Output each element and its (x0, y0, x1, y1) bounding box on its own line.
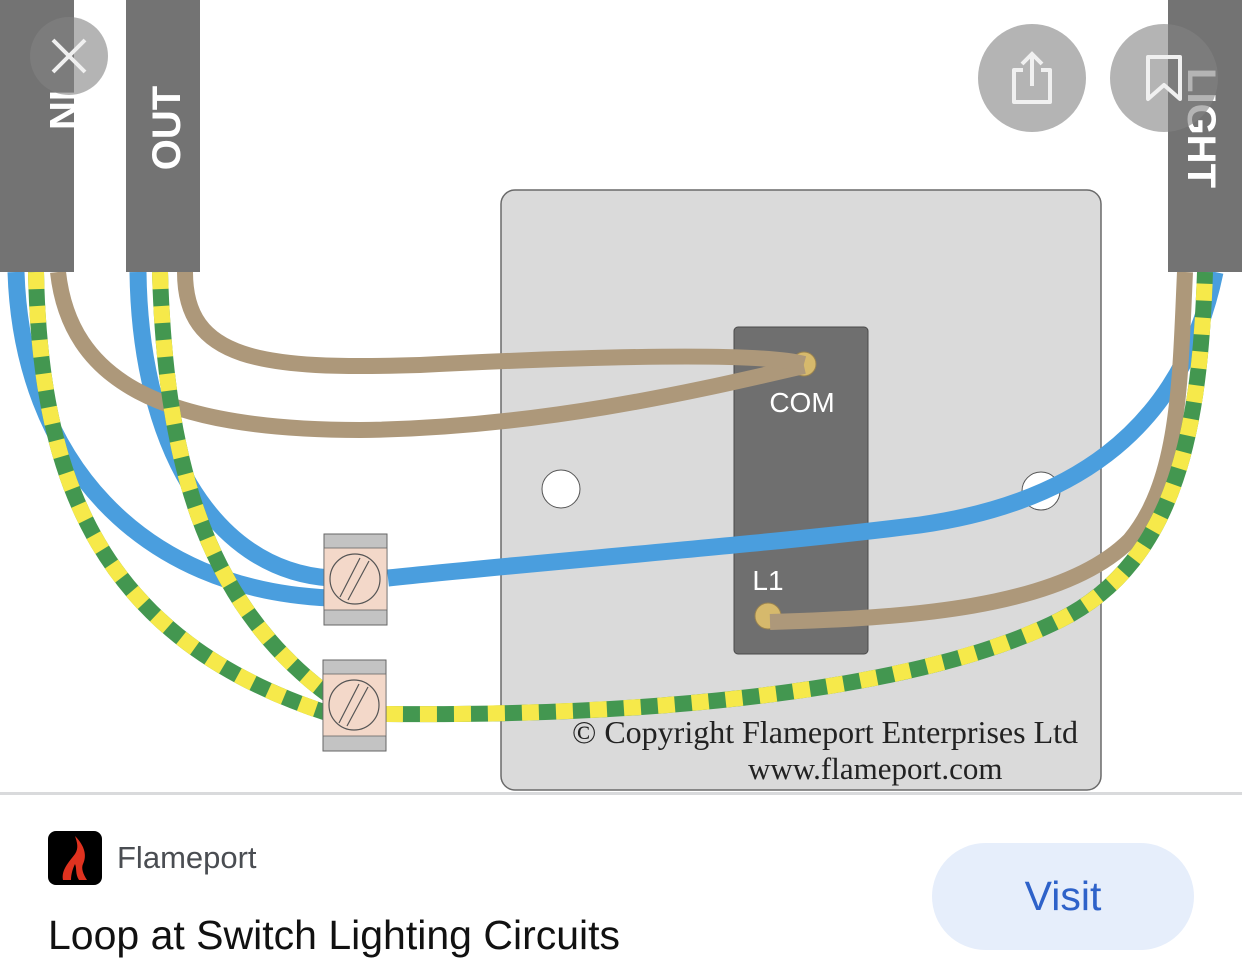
l1-terminal-label: L1 (752, 565, 783, 596)
earth-wire-light-stripe (385, 271, 1213, 723)
cable-out (126, 0, 200, 272)
flame-icon (62, 836, 87, 880)
earth-connector-block (322, 659, 387, 752)
com-terminal-label: COM (769, 387, 834, 418)
cable-out-label: OUT (145, 86, 189, 170)
result-title[interactable]: Loop at Switch Lighting Circuits (48, 912, 621, 958)
close-button[interactable] (30, 17, 108, 95)
share-button[interactable] (978, 24, 1086, 132)
plate-screw-hole-left (541, 469, 581, 509)
source-row[interactable]: Flameport (48, 831, 257, 885)
copyright-text: © Copyright Flameport Enterprises Ltd (572, 714, 1078, 750)
bookmark-button[interactable] (1110, 24, 1218, 132)
source-name: Flameport (117, 840, 257, 875)
copyright-url: www.flameport.com (748, 751, 1003, 786)
neutral-wire-in (7, 271, 331, 607)
live-wire-light (769, 271, 1193, 630)
neutral-connector-block (323, 533, 388, 626)
close-icon (51, 38, 87, 74)
live-wire-out (177, 271, 807, 375)
live-wire-in (50, 271, 806, 439)
switch-body (733, 326, 869, 655)
divider (0, 792, 1242, 795)
earth-wire-out-stripe (152, 271, 335, 703)
cable-in-label: IN (41, 90, 85, 130)
neutral-wire-light (387, 270, 1224, 587)
earth-wire-in-stripe (28, 271, 333, 722)
share-icon (1012, 51, 1052, 104)
source-favicon (48, 831, 102, 885)
bookmark-icon (1146, 55, 1182, 101)
visit-button[interactable]: Visit (932, 843, 1194, 950)
